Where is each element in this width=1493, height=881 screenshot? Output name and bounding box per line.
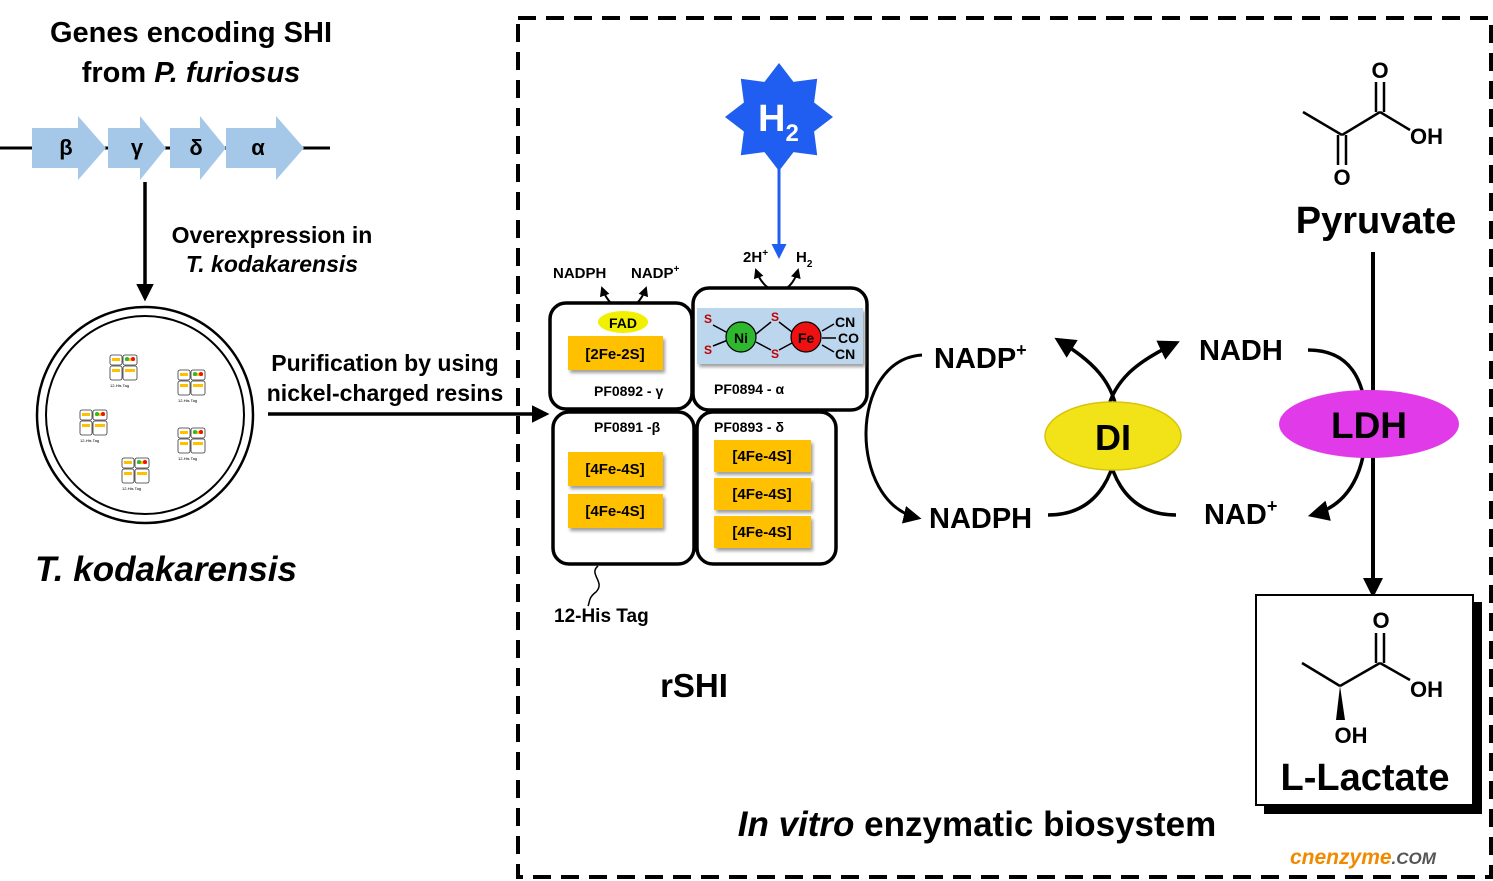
cn-label: CN [835, 346, 855, 362]
fe4s4-label: [4Fe-4S] [732, 486, 791, 503]
co-label: CO [838, 330, 859, 346]
cn-label: CN [835, 314, 855, 330]
mini-his-tag-label: 12-His Tag [178, 398, 197, 403]
sulfur-label: S [771, 347, 779, 361]
purification-line2: nickel-charged resins [267, 380, 504, 406]
ni-atom [725, 321, 757, 353]
h2-small-label: H2 [796, 249, 813, 270]
host-cell [35, 305, 255, 525]
fad-cofactor [598, 311, 648, 333]
pyruvate-oh: OH [1410, 124, 1443, 149]
fe-label: Fe [798, 330, 815, 346]
mini-his-tag-label: 12-His Tag [110, 383, 129, 388]
gene-arrows: β γ δ α [32, 116, 304, 180]
purification-line1: Purification by using [271, 350, 498, 376]
gene-arrow-alpha [226, 116, 304, 180]
fe4s4-cluster [568, 494, 663, 528]
di-enzyme [1044, 401, 1182, 471]
mini-enzyme-icon: 12-His Tag [177, 369, 206, 403]
mini-his-tag-label: 12-His Tag [122, 486, 141, 491]
his-tag-label: 12-His Tag [554, 606, 649, 627]
nife-active-site: S S S S Ni Fe CN CO CN [704, 310, 859, 362]
fe-atom [790, 321, 822, 353]
gene-label-delta: δ [189, 135, 202, 160]
di-label: DI [1095, 417, 1131, 458]
pyruvate-structure: O OH O [1302, 58, 1443, 190]
gene-arrow-beta [32, 116, 106, 180]
beta-label: PF0891 -β [594, 419, 661, 435]
watermark: cnenzyme.COM [1290, 846, 1437, 869]
pyruvate-o-bottom: O [1333, 165, 1350, 190]
lactate-oh-bottom: OH [1335, 723, 1368, 748]
in-vitro-system-label: In vitro enzymatic biosystem [738, 805, 1217, 844]
nadp-plus-label: NADP+ [934, 340, 1027, 375]
wedge-bond [1336, 686, 1345, 720]
fe4s4-cluster [714, 516, 811, 548]
gene-arrow-gamma [108, 116, 166, 180]
delta-label: PF0893 - δ [714, 419, 784, 435]
mini-enzyme-icon: 12-His Tag [177, 427, 206, 461]
nadp-top-label: NADP+ [631, 264, 680, 282]
alpha-label: PF0894 - α [714, 381, 784, 397]
mini-enzyme-icon: 12-His Tag [109, 354, 138, 388]
genes-title-line1: Genes encoding SHI [50, 17, 332, 49]
genes-title-line2: from P. furiosus [82, 57, 301, 89]
h-plus-label: 2H+ [743, 248, 768, 266]
lactate-structure: O OH OH [1301, 608, 1443, 748]
sulfur-label: S [704, 343, 712, 357]
mini-his-tag-label: 12-His Tag [178, 456, 197, 461]
fad-label: FAD [609, 315, 637, 331]
host-label: T. kodakarensis [35, 550, 297, 589]
mini-enzyme-icon: 12-His Tag [79, 409, 108, 443]
fe2s2-cluster [568, 336, 663, 370]
sulfur-label: S [771, 310, 779, 324]
fe2s2-label: [2Fe-2S] [585, 346, 644, 363]
lactate-o: O [1372, 608, 1389, 633]
fe4s4-label: [4Fe-4S] [732, 524, 791, 541]
fe4s4-label: [4Fe-4S] [732, 448, 791, 465]
ni-label: Ni [734, 330, 748, 346]
fe4s4-cluster [568, 452, 663, 486]
fe4s4-cluster [714, 478, 811, 510]
his-tag-linker [587, 565, 600, 607]
h2-star: H2 [725, 63, 833, 171]
lactate-label: L-Lactate [1281, 757, 1450, 799]
mini-enzymes: 12-His Tag 12-His Tag 12-His Tag 12-His Tag… [79, 354, 206, 491]
ldh-label: LDH [1331, 405, 1407, 446]
lactate-oh-right: OH [1410, 677, 1443, 702]
nadh-label: NADH [1199, 335, 1283, 367]
ldh-enzyme [1279, 390, 1459, 458]
gene-label-alpha: α [251, 135, 265, 160]
pyruvate-label: Pyruvate [1296, 200, 1457, 242]
nad-plus-label: NAD+ [1204, 496, 1277, 531]
mini-his-tag-label: 12-His Tag [80, 438, 99, 443]
rshi-label: rSHI [660, 667, 728, 704]
fe4s4-cluster [714, 440, 811, 472]
gene-label-gamma: γ [131, 135, 144, 160]
lactate-box [1255, 594, 1474, 806]
nadph-top-label: NADPH [553, 265, 606, 282]
gene-arrow-delta [170, 116, 226, 180]
rshi-regeneration-arrow [864, 353, 923, 524]
in-vitro-box [516, 16, 1493, 879]
sulfur-label: S [704, 312, 712, 326]
h2-star-label: H2 [758, 98, 799, 147]
gene-label-beta: β [59, 135, 72, 160]
pyruvate-o-top: O [1371, 58, 1388, 83]
gamma-label: PF0892 - γ [594, 383, 663, 399]
fe4s4-label: [4Fe-4S] [585, 461, 644, 478]
overexpression-line1: Overexpression in [172, 222, 373, 248]
overexpression-line2: T. kodakarensis [186, 251, 358, 277]
fe4s4-label: [4Fe-4S] [585, 503, 644, 520]
mini-enzyme-icon: 12-His Tag [121, 457, 150, 491]
nadph-label: NADPH [929, 503, 1032, 535]
active-site-bg [697, 308, 863, 364]
